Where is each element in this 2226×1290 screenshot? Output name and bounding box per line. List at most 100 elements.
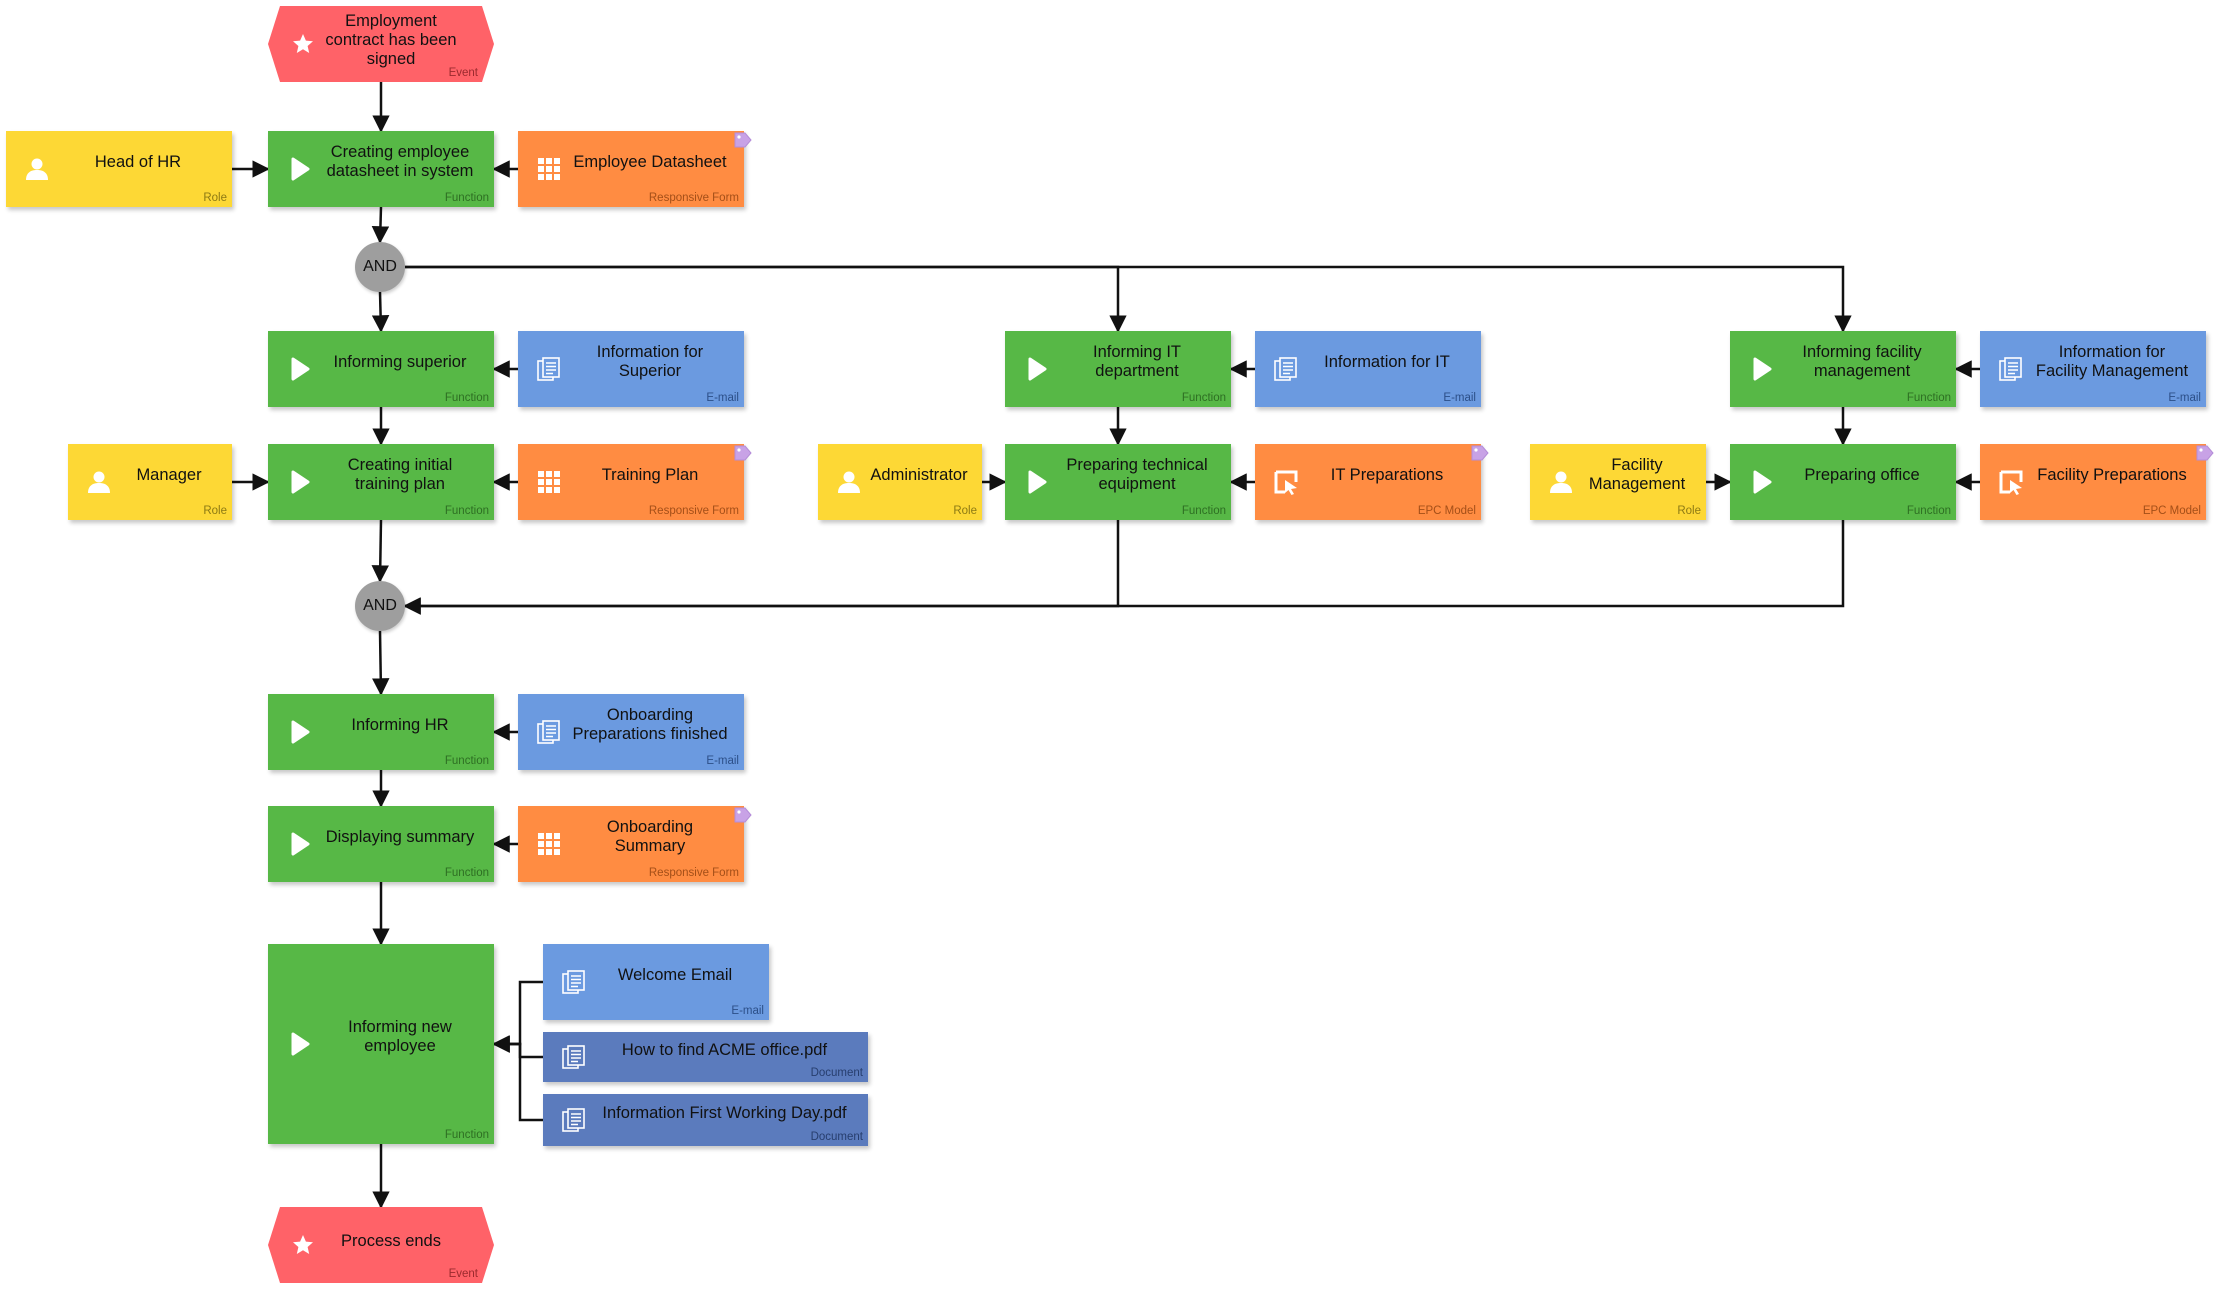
document-icon xyxy=(561,1107,587,1133)
email-icon xyxy=(536,356,562,382)
play-icon xyxy=(286,156,312,182)
node-label: Displaying summary xyxy=(325,827,475,846)
node-type-label: Document xyxy=(810,1067,863,1079)
connector-gw-split-to-fn-inf-sup[interactable] xyxy=(371,291,390,333)
play-icon xyxy=(286,1031,312,1057)
email-icon xyxy=(1998,356,2024,382)
node-type-label: EPC Model xyxy=(2142,505,2201,517)
node-label: Preparing office xyxy=(1804,465,1920,484)
star-icon xyxy=(290,31,316,57)
node-type-label: Function xyxy=(1181,505,1226,517)
node-type-label: Role xyxy=(203,505,227,517)
connector-doc-find-to-fn-new-emp[interactable] xyxy=(492,1035,543,1059)
node-label: Employee Datasheet xyxy=(573,152,727,171)
node-type-label: E-mail xyxy=(706,392,739,404)
node-label: Informing superior xyxy=(333,352,467,371)
node-label: Facility Management xyxy=(1588,456,1686,493)
grid-icon xyxy=(536,156,562,182)
node-type-label: E-mail xyxy=(731,1005,764,1017)
document-icon xyxy=(561,1044,587,1070)
node-type-label: Role xyxy=(1677,505,1701,517)
node-label: Training Plan xyxy=(601,465,699,484)
node-type-label: Function xyxy=(1181,392,1226,404)
play-icon xyxy=(1023,469,1049,495)
connector-gw-join-to-fn-inf-hr[interactable] xyxy=(372,630,390,696)
tag-icon xyxy=(1470,444,1490,462)
node-label: Informing HR xyxy=(351,715,449,734)
node-label: Welcome Email xyxy=(617,965,733,984)
connector-fn-create-to-gw-split[interactable] xyxy=(371,206,390,244)
node-type-label: Function xyxy=(444,1129,489,1141)
node-label: Informing IT department xyxy=(1092,343,1182,380)
node-label: Information First Working Day.pdf xyxy=(602,1103,847,1122)
node-label: Preparing technical equipment xyxy=(1066,456,1208,493)
person-icon xyxy=(24,156,50,182)
email-icon xyxy=(1273,356,1299,382)
node-label: Creating employee datasheet in system xyxy=(326,143,474,180)
play-icon xyxy=(286,469,312,495)
node-label: Information for Facility Management xyxy=(2035,343,2189,380)
connector-fn-tech-to-gw-join[interactable] xyxy=(403,520,1120,615)
node-type-label: EPC Model xyxy=(1417,505,1476,517)
tag-icon xyxy=(733,444,753,462)
node-label: IT Preparations xyxy=(1330,465,1444,484)
node-type-label: Responsive Form xyxy=(648,505,739,517)
epc-icon xyxy=(1273,469,1299,495)
connector-mail-welcome-to-fn-new-emp[interactable] xyxy=(492,980,543,1053)
node-type-label: Function xyxy=(1906,505,1951,517)
connector-fn-office-to-gw-join[interactable] xyxy=(403,520,1845,615)
connector-gw-split-to-fn-inf-fm[interactable] xyxy=(405,265,1852,333)
tag-icon xyxy=(2195,444,2215,462)
node-label: Employment contract has been signed xyxy=(325,11,457,68)
connector-gw-split-to-fn-inf-it[interactable] xyxy=(405,265,1127,333)
connector-doc-first-to-fn-new-emp[interactable] xyxy=(492,1035,543,1122)
node-label: Process ends xyxy=(341,1231,441,1250)
grid-icon xyxy=(536,469,562,495)
node-type-label: E-mail xyxy=(706,755,739,767)
play-icon xyxy=(1748,469,1774,495)
node-label: Information for IT xyxy=(1324,352,1450,371)
gateway-gw-split[interactable]: AND xyxy=(355,242,405,292)
node-type-label: E-mail xyxy=(2168,392,2201,404)
node-label: Information for Superior xyxy=(596,343,704,380)
node-type-label: Role xyxy=(203,192,227,204)
node-label: Informing facility management xyxy=(1802,343,1922,380)
connector-fn-training-to-gw-join[interactable] xyxy=(371,519,390,583)
gateway-gw-join[interactable]: AND xyxy=(355,581,405,631)
email-icon xyxy=(536,719,562,745)
node-label: Informing new employee xyxy=(348,1018,452,1055)
person-icon xyxy=(86,469,112,495)
node-label: Creating initial training plan xyxy=(347,456,453,493)
tag-icon xyxy=(733,131,753,149)
node-type-label: Function xyxy=(444,392,489,404)
